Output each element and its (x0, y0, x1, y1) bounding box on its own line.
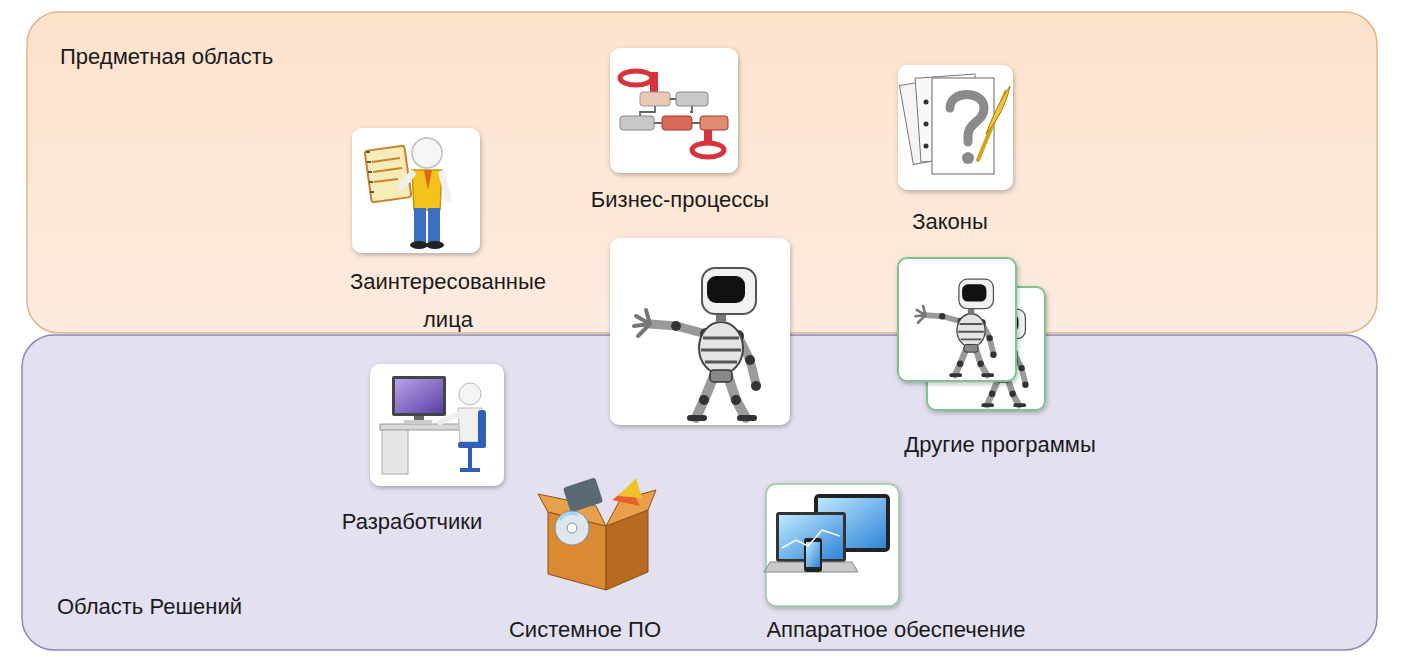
business-process-icon (610, 48, 738, 173)
icon-caption: Заинтересованные лица (345, 263, 552, 339)
icon-caption: Системное ПО (509, 611, 661, 649)
icon-caption: Бизнес-процессы (591, 181, 769, 219)
other-programs-icon (898, 258, 1045, 410)
icon-caption-box: Законы (908, 203, 992, 241)
hardware-icon (764, 484, 899, 606)
icon-caption: Другие программы (904, 426, 1096, 464)
icon-caption-box: Другие программы (900, 426, 1100, 464)
icon-caption-box: Бизнес-процессы (587, 181, 773, 219)
area-band: Предметная областьБизнес-процессыЗаконыЗ… (27, 12, 1377, 333)
icon-caption-box: Системное ПО (505, 611, 665, 649)
icon-caption-box: Разработчики (338, 503, 487, 541)
area-heading: Область Решений (57, 593, 1377, 621)
robot-illustration (610, 238, 790, 425)
laws-icon (898, 65, 1013, 190)
stakeholder-icon (352, 128, 480, 253)
area-band: Область Решений Другие программыРазработч… (22, 335, 1377, 650)
icon-caption: Законы (912, 203, 988, 241)
area-heading: Предметная область (60, 43, 1377, 71)
icon-caption-box: Аппаратное обеспечение (762, 611, 1029, 649)
icon-caption-box: Заинтересованные лица (341, 263, 556, 339)
developer-icon (370, 364, 504, 486)
system-software-icon (538, 477, 656, 590)
icon-caption: Аппаратное обеспечение (766, 611, 1025, 649)
icon-caption: Разработчики (342, 503, 483, 541)
